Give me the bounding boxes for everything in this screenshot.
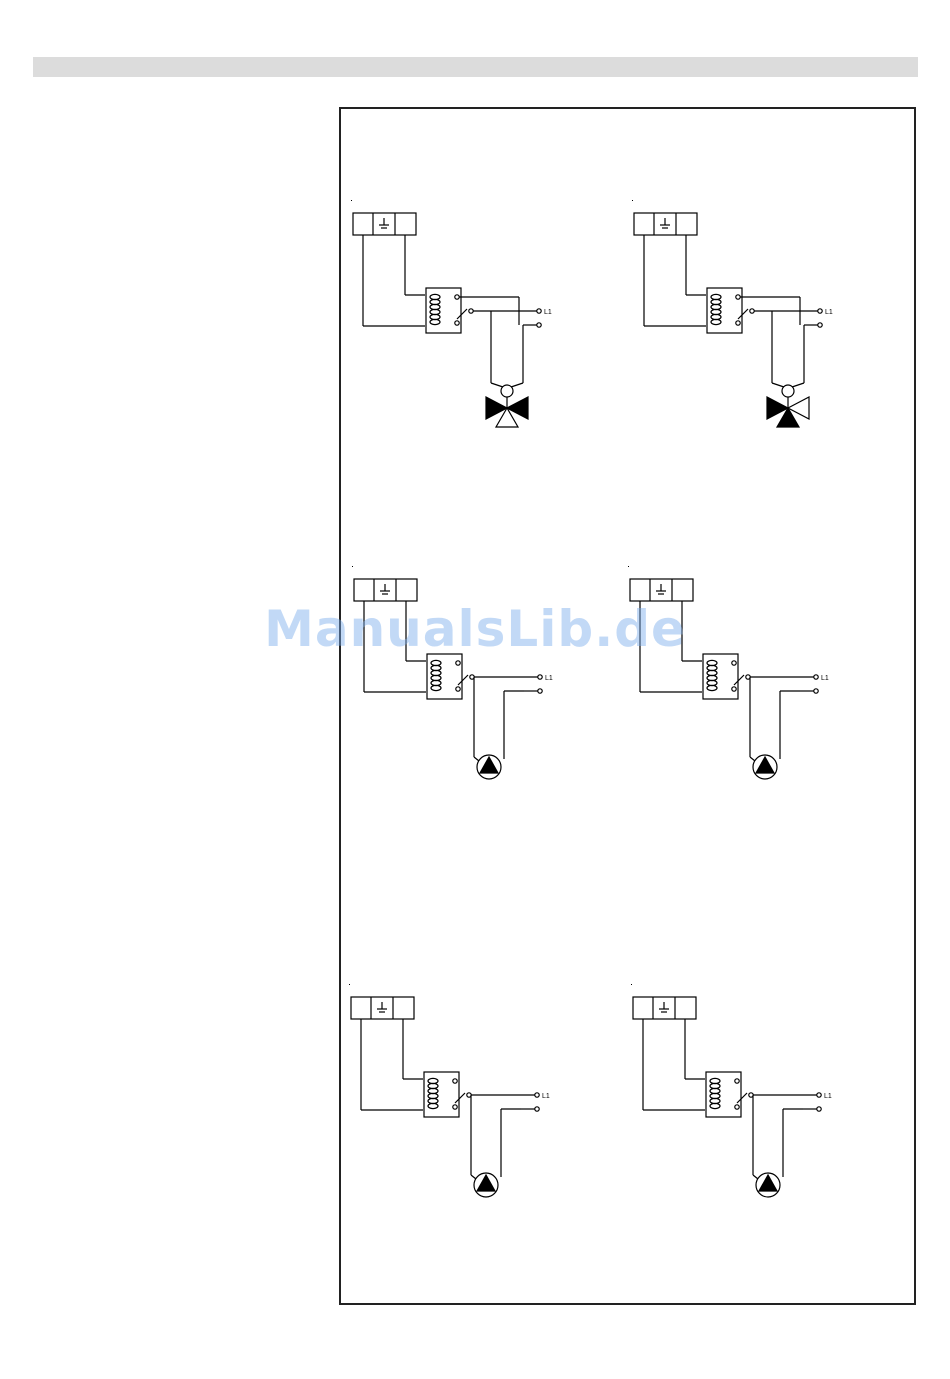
output-terminal xyxy=(814,675,818,679)
relay-contact xyxy=(735,1079,739,1083)
relay-contact xyxy=(735,1105,739,1109)
corner-mark xyxy=(628,566,629,567)
l1-label: L1 xyxy=(542,1093,550,1100)
output-terminal xyxy=(535,1093,539,1097)
wire xyxy=(471,1175,476,1179)
wiring-diagram-pump-3: L1 xyxy=(349,984,550,1197)
corner-mark xyxy=(352,566,353,567)
output-terminal xyxy=(817,1093,821,1097)
corner-mark xyxy=(631,984,632,985)
relay-contact xyxy=(455,295,459,299)
wire xyxy=(474,757,479,761)
relay-contact xyxy=(456,661,460,665)
relay-contact xyxy=(453,1079,457,1083)
wire xyxy=(750,757,755,761)
wire xyxy=(772,383,784,387)
wire xyxy=(753,1175,758,1179)
output-terminal xyxy=(817,1107,821,1111)
l1-label: L1 xyxy=(544,309,552,316)
l1-label: L1 xyxy=(825,309,833,316)
output-terminal xyxy=(538,689,542,693)
l1-label: L1 xyxy=(821,675,829,682)
output-terminal xyxy=(814,689,818,693)
wiring-diagram-pump-2: L1 xyxy=(628,566,829,779)
relay-contact xyxy=(732,661,736,665)
wiring-diagram-valve-b: L1 xyxy=(632,200,833,427)
wire xyxy=(511,383,523,387)
corner-mark xyxy=(349,984,350,985)
output-terminal xyxy=(538,675,542,679)
relay-contact xyxy=(732,687,736,691)
wiring-diagram-pump-4: L1 xyxy=(631,984,832,1197)
output-terminal xyxy=(535,1107,539,1111)
l1-label: L1 xyxy=(545,675,553,682)
wire xyxy=(792,383,804,387)
wiring-diagram-pump-1: L1 xyxy=(352,566,553,779)
output-terminal xyxy=(537,309,541,313)
relay-contact xyxy=(750,309,754,313)
output-terminal xyxy=(818,309,822,313)
relay-contact xyxy=(736,295,740,299)
relay-contact xyxy=(736,321,740,325)
relay-contact xyxy=(469,309,473,313)
l1-label: L1 xyxy=(824,1093,832,1100)
relay-contact xyxy=(456,687,460,691)
relay-contact xyxy=(455,321,459,325)
wire xyxy=(491,383,503,387)
corner-mark xyxy=(632,200,633,201)
wiring-diagram-valve-a: L1 xyxy=(351,200,552,427)
output-terminal xyxy=(537,323,541,327)
corner-mark xyxy=(351,200,352,201)
output-terminal xyxy=(818,323,822,327)
relay-contact xyxy=(453,1105,457,1109)
